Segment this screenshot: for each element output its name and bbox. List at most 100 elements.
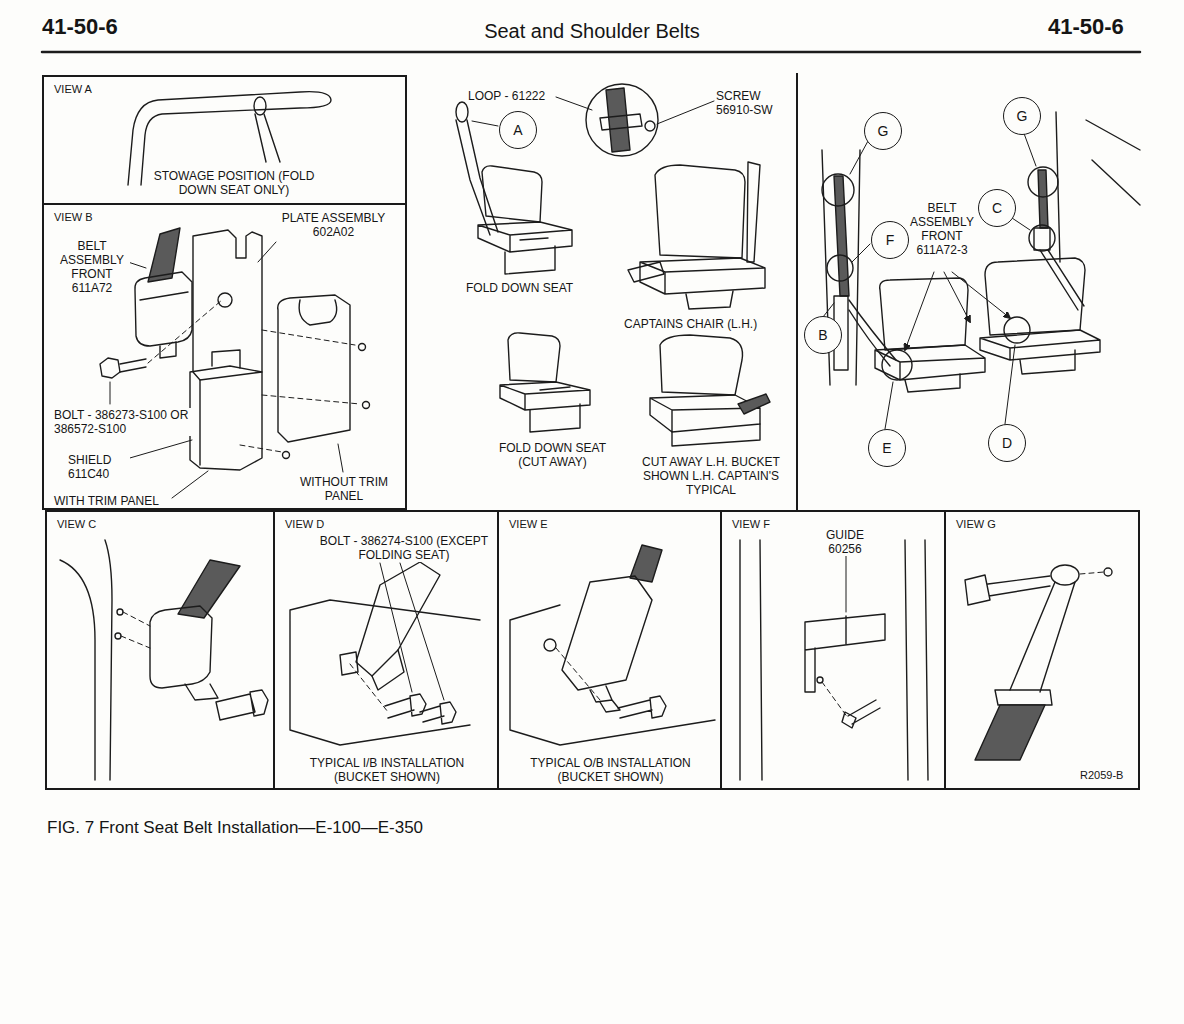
van-interior-drawing: [980, 330, 1100, 360]
van-interior-drawing: [880, 278, 968, 350]
retractor-drawing: [278, 295, 350, 442]
loop-detail-drawing: [556, 97, 714, 124]
retractor-drawing: [148, 300, 222, 363]
retractor-drawing: [120, 359, 146, 372]
view-d-drawing: [350, 664, 388, 712]
view-heading: VIEW F: [732, 518, 770, 531]
callout-letter: C: [979, 190, 1015, 226]
view-d-drawing: [420, 702, 456, 724]
view-note: TYPICAL I/B INSTALLATION (BUCKET SHOWN): [283, 756, 491, 784]
seat-label: CUT AWAY L.H. BUCKET SHOWN L.H. CAPTAIN'…: [629, 455, 793, 497]
retractor-drawing: [148, 228, 180, 282]
van-interior-drawing: [905, 272, 934, 350]
fold-down-seat-drawing: [472, 121, 498, 126]
retractor-drawing: [240, 330, 360, 452]
figure-caption: FIG. 7 Front Seat Belt Installation—E-10…: [47, 818, 423, 838]
retractor-drawing: [359, 344, 366, 351]
view-heading: VIEW E: [509, 518, 548, 531]
fold-down-seat-cutaway-drawing: [500, 333, 590, 432]
van-interior-drawing: [822, 112, 1140, 429]
part-label: BELT ASSEMBLY FRONT 611A72-3: [902, 201, 982, 257]
view-d-drawing: [290, 562, 480, 745]
callout-circle: C: [978, 189, 1016, 227]
captains-chair-drawing: [655, 165, 745, 258]
captains-chair-drawing: [747, 162, 760, 262]
callout-letter: E: [869, 430, 905, 466]
view-panel: VIEW C: [45, 510, 275, 790]
seat-label: FOLD DOWN SEAT (CUT AWAY): [485, 441, 620, 469]
callout-circle: G: [1003, 97, 1041, 135]
view-g-drawing: [1010, 582, 1075, 692]
van-interior-drawing: [823, 128, 1036, 429]
van-interior-drawing: [875, 345, 985, 380]
seat-label: CAPTAINS CHAIR (L.H.): [624, 317, 757, 331]
view-c-drawing: [121, 612, 150, 648]
view-e-drawing: [544, 639, 556, 651]
callout-letter: A: [500, 112, 536, 148]
retractor-drawing: [140, 292, 188, 358]
callout-circle: B: [804, 316, 842, 354]
view-panel: VIEW ETYPICAL O/B INSTALLATION (BUCKET S…: [497, 510, 722, 790]
van-interior-drawing: [1004, 317, 1030, 343]
callout-circle: D: [988, 424, 1026, 462]
view-c-drawing: [60, 540, 268, 780]
fold-down-seat-cutaway-drawing: [500, 382, 590, 410]
part-label: WITH TRIM PANEL: [54, 494, 159, 508]
captains-chair-drawing: [628, 162, 765, 309]
bucket-seat-cutaway-drawing: [738, 394, 770, 414]
retractor-drawing: [135, 272, 192, 346]
loop-detail-drawing: [600, 114, 642, 130]
view-c-drawing: [117, 609, 123, 615]
van-interior-drawing: [822, 174, 854, 206]
retractor-drawing: [218, 293, 232, 307]
view-f-drawing: [740, 540, 928, 780]
fold-down-seat-drawing: [505, 238, 555, 274]
view-g-drawing: [975, 705, 1045, 760]
retractor-drawing: [190, 366, 262, 470]
view-c-drawing: [150, 606, 212, 688]
van-interior-drawing: [834, 176, 849, 296]
view-g-drawing: [995, 690, 1052, 705]
fold-down-seat-cutaway-drawing: [508, 333, 560, 382]
view-panel: VIEW GR2059-B: [944, 510, 1140, 790]
van-interior-drawing: [827, 255, 853, 281]
view-e-drawing: [510, 605, 715, 745]
fold-down-seat-drawing: [482, 166, 542, 222]
bucket-seat-cutaway-drawing: [650, 335, 770, 446]
view-heading: VIEW B: [54, 211, 93, 224]
view-f-drawing: [842, 700, 880, 728]
retractor-drawing: [299, 300, 337, 325]
seat-frame-drawing: [255, 114, 280, 162]
van-interior-drawing: [1028, 167, 1058, 197]
van-interior-drawing: [822, 112, 1140, 385]
callout-letter: G: [1004, 98, 1040, 134]
view-heading: VIEW A: [54, 83, 92, 96]
retractor-drawing: [193, 230, 262, 380]
callout-circle: F: [871, 221, 909, 259]
view-c-drawing: [60, 540, 112, 780]
van-interior-drawing: [1029, 225, 1055, 251]
retractor-drawing: [100, 358, 120, 378]
view-c-drawing: [115, 633, 121, 639]
part-label: SHIELD 611C40: [68, 453, 130, 481]
retractor-drawing: [100, 228, 370, 498]
page-number: 41-50-6: [42, 14, 118, 40]
part-label: GUIDE 60256: [817, 528, 873, 556]
belt-layout-panel: BELT ASSEMBLY FRONT 611A72-3 G G C F B E D: [796, 73, 1142, 510]
van-interior-drawing: [1038, 170, 1048, 228]
view-panel: VIEW F GUIDE 60256: [720, 510, 946, 790]
callout-circle: A: [499, 111, 537, 149]
view-heading: VIEW D: [285, 518, 324, 531]
view-d-drawing: [356, 562, 440, 676]
view-c-drawing: [185, 684, 218, 700]
van-interior-drawing: [952, 272, 1010, 318]
view-f-drawing: [740, 540, 928, 780]
view-e-drawing: [590, 686, 620, 712]
callout-circle: G: [864, 112, 902, 150]
view-d-drawing: [385, 694, 426, 718]
callout-letter: B: [805, 317, 841, 353]
callout-letter: F: [872, 222, 908, 258]
fold-down-seat-drawing: [456, 102, 572, 274]
part-number: BOLT - 386274-S100 (EXCEPT FOLDING SEAT): [313, 534, 495, 562]
view-g-drawing: [1104, 568, 1112, 576]
